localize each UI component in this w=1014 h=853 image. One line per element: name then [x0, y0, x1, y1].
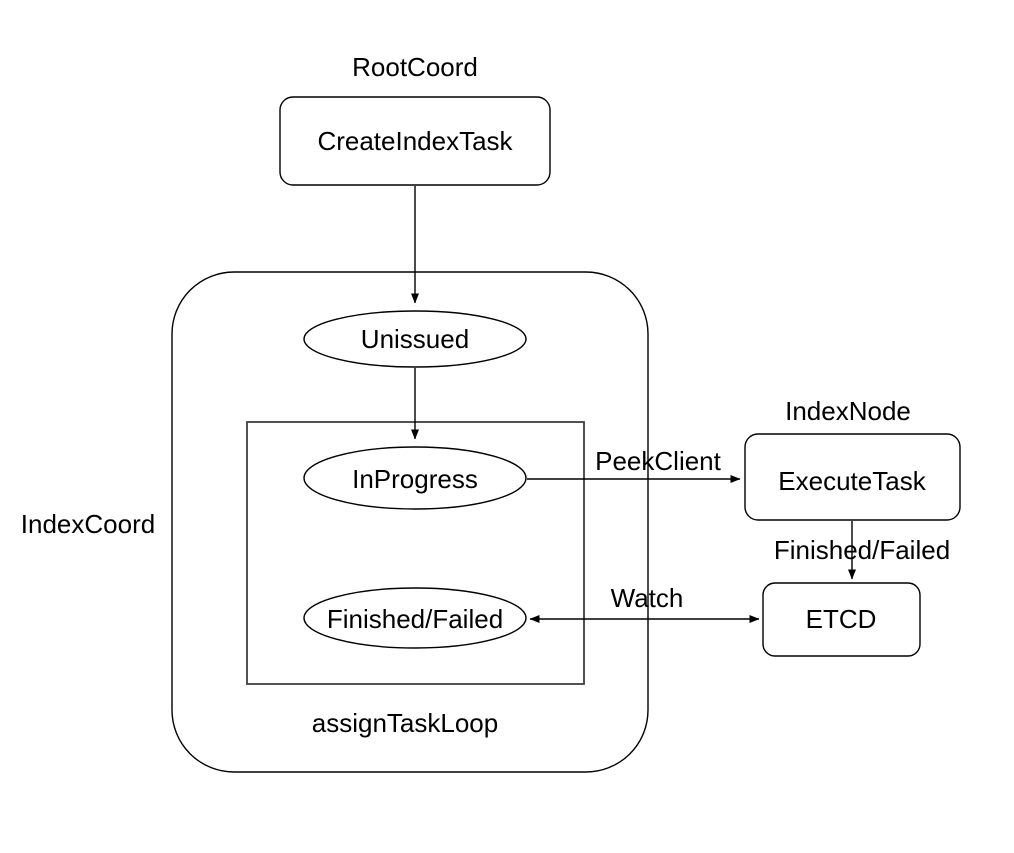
in-progress-label: InProgress	[352, 464, 478, 494]
create-index-task-label: CreateIndexTask	[317, 126, 513, 156]
execute-task-node	[744, 433, 961, 521]
finished-failed-state-node	[303, 587, 527, 649]
watch-edge-label: Watch	[611, 583, 684, 613]
create-index-task-node	[279, 96, 551, 186]
index-coord-container	[171, 271, 649, 773]
assign-task-loop-label: assignTaskLoop	[312, 708, 498, 738]
index-node-label: IndexNode	[785, 396, 911, 426]
in-progress-state-node	[303, 446, 527, 510]
execute-task-label: ExecuteTask	[778, 466, 926, 496]
root-coord-label: RootCoord	[352, 52, 478, 82]
etcd-node	[762, 582, 921, 657]
peek-client-edge-label: PeekClient	[595, 446, 722, 476]
finished-failed-edge-label: Finished/Failed	[774, 535, 950, 565]
unissued-label: Unissued	[361, 324, 469, 354]
unissued-state-node	[303, 310, 527, 368]
index-coord-label: IndexCoord	[21, 509, 155, 539]
etcd-label: ETCD	[806, 604, 877, 634]
finished-failed-label: Finished/Failed	[327, 604, 503, 634]
